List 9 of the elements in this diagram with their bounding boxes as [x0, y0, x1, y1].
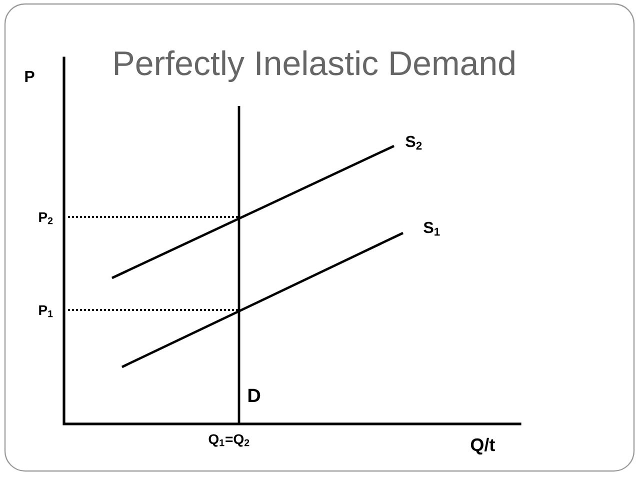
curve-label: S$_{2}$	[406, 136, 422, 150]
title: Perfectly Inelastic Demand	[115, 50, 514, 82]
curve-label: S$_{1}$	[424, 222, 440, 236]
curve-label: D	[248, 388, 260, 402]
tick-label: Q$_{1}$=Q$_{2}$	[208, 434, 250, 447]
tick-label: P$_{1}$	[39, 305, 53, 318]
axis-label: P	[25, 70, 34, 82]
axis-label: Q/t	[470, 438, 495, 455]
tick-label: P$_{2}$	[39, 212, 53, 224]
